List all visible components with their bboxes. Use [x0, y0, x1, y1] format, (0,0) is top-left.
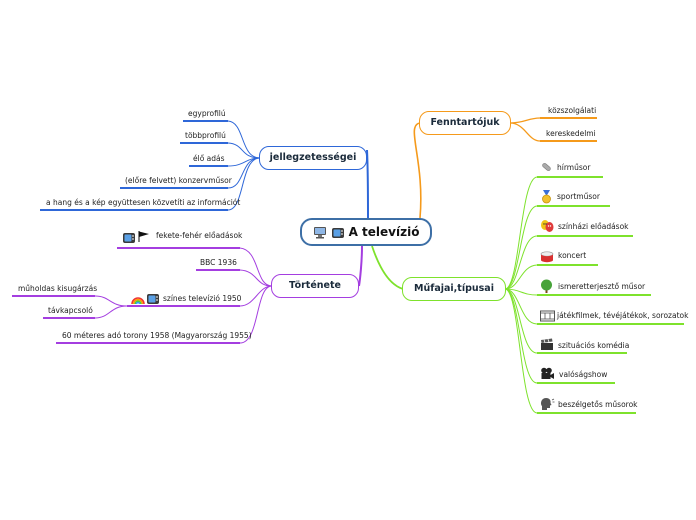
topic-kozszolgalati[interactable]: közszolgálati	[548, 106, 597, 115]
rainbow-icon	[131, 297, 145, 305]
microphone-icon	[542, 163, 551, 171]
genre-ismeretterjeszto[interactable]: ismeretterjesztő műsor	[540, 279, 652, 294]
speaking-head-icon	[541, 398, 555, 410]
topic-szines-televizio-label: színes televízió 1950	[163, 294, 242, 303]
theater-masks-icon	[541, 220, 554, 232]
root-title: A televízió	[348, 225, 420, 239]
film-camera-icon	[541, 367, 554, 379]
genre-hirmusor[interactable]: hírműsor	[540, 161, 610, 176]
genre-koncert-label: koncert	[558, 251, 587, 260]
branch-tortenete-title: Története	[289, 280, 341, 291]
connector-root-mufajai	[371, 245, 404, 290]
connector-root-jellegzetessegei	[366, 149, 369, 219]
topic-fekete-feher-label: fekete-fehér előadások	[156, 231, 243, 240]
genre-jatekfilmek[interactable]: játékfilmek, tévéjátékok, sorozatok	[540, 309, 688, 324]
topic-adotorony[interactable]: 60 méteres adó torony 1958 (Magyarország…	[62, 331, 252, 340]
genre-hirmusor-label: hírműsor	[557, 163, 591, 172]
root-node[interactable]: A televízió	[300, 218, 432, 246]
topic-hang-es-kep[interactable]: a hang és a kép együttesen közvetíti az …	[46, 198, 241, 207]
genre-ismeretterjeszto-label: ismeretterjesztő műsor	[558, 282, 646, 291]
branch-mufajai-title: Műfajai,típusai	[414, 283, 494, 294]
tree-icon	[541, 279, 552, 293]
tv-icon	[123, 233, 135, 243]
topic-kereskedelmi[interactable]: kereskedelmi	[546, 129, 596, 138]
topic-elo-adas[interactable]: élő adás	[193, 154, 225, 163]
branch-fenntartojuk[interactable]: Fenntartójuk	[419, 111, 511, 135]
tv-icon	[331, 227, 344, 238]
genre-sportmusor-label: sportműsor	[557, 192, 600, 201]
medal-icon	[542, 190, 551, 204]
genre-beszelgetos-label: beszélgetős műsorok	[558, 400, 638, 409]
topic-egyprofilu[interactable]: egyprofilú	[188, 109, 226, 118]
branch-fenntartojuk-title: Fenntartójuk	[430, 117, 500, 128]
genre-szituacios[interactable]: szituációs komédia	[540, 338, 630, 353]
genre-koncert[interactable]: koncert	[540, 249, 600, 264]
genre-sportmusor[interactable]: sportműsor	[540, 190, 610, 205]
topic-konzervmusor[interactable]: (előre felvett) konzervműsor	[125, 176, 232, 185]
topic-bbc-1936[interactable]: BBC 1936	[200, 258, 237, 267]
clapperboard-icon	[541, 338, 553, 350]
connector-root-fenntartojuk	[413, 122, 422, 219]
branch-jellegzetessegei-title: jellegzetességei	[269, 152, 357, 163]
genre-valosagshow[interactable]: valóságshow	[540, 367, 616, 382]
drum-icon	[540, 251, 554, 263]
genre-szinhazi[interactable]: színházi előadások	[540, 219, 635, 234]
topic-tavkapcsolo[interactable]: távkapcsoló	[48, 306, 93, 315]
genre-szinhazi-label: színházi előadások	[558, 222, 629, 231]
tv-icon	[147, 294, 159, 304]
flag-icon	[138, 231, 149, 242]
film-strip-icon	[540, 310, 555, 322]
genre-beszelgetos[interactable]: beszélgetős műsorok	[540, 397, 638, 412]
branch-jellegzetessegei[interactable]: jellegzetességei	[259, 146, 367, 170]
branch-tortenete[interactable]: Története	[271, 274, 359, 298]
topic-muholdas[interactable]: műholdas kisugárzás	[18, 284, 98, 293]
connector-root-tortenete	[358, 245, 363, 287]
topic-tobbprofilu[interactable]: többprofilú	[185, 131, 226, 140]
computer-icon	[313, 226, 326, 238]
genre-valosagshow-label: valóságshow	[559, 370, 608, 379]
branch-mufajai[interactable]: Műfajai,típusai	[402, 277, 506, 301]
genre-jatekfilmek-label: játékfilmek, tévéjátékok, sorozatok	[557, 311, 689, 320]
genre-szituacios-label: szituációs komédia	[558, 341, 630, 350]
